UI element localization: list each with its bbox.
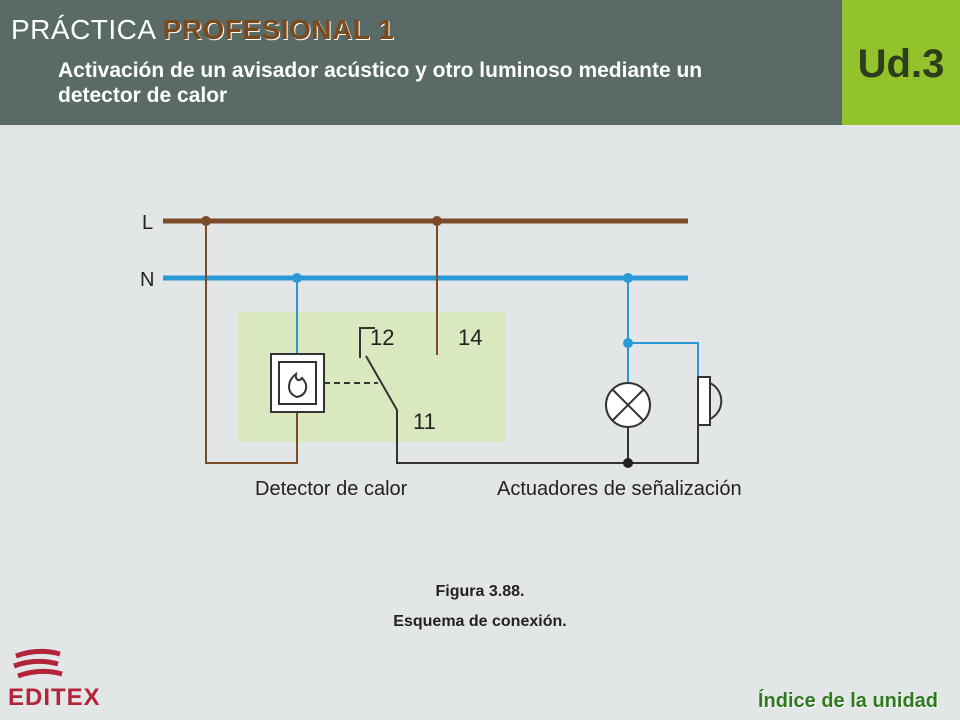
title-bold: PROFESIONAL 1: [162, 14, 395, 45]
contact-12-label: 12: [370, 325, 394, 350]
detector-label: Detector de calor: [255, 478, 408, 500]
junction-node: [623, 458, 633, 468]
neutral-wire-buzzer: [628, 342, 699, 377]
buzzer-return-wire: [628, 425, 699, 464]
flame-icon: [288, 371, 308, 399]
switch-blade: [365, 355, 398, 411]
common-wire: [396, 410, 628, 464]
signal-lamp-cross: [611, 388, 645, 422]
unit-badge: Ud.3: [842, 0, 960, 125]
title-prefix: PRÁCTICA: [11, 14, 157, 45]
buzzer-icon: [709, 382, 723, 420]
unit-index-link[interactable]: Índice de la unidad: [757, 690, 938, 712]
junction-node: [623, 338, 633, 348]
contact-12: [359, 327, 375, 358]
book-stack-icon: [13, 648, 63, 679]
line-n-label: N: [140, 269, 154, 291]
phase-wire-detector: [205, 221, 298, 464]
actuators-label: Actuadores de señalización: [497, 478, 742, 500]
unit-label: Ud.3: [857, 42, 945, 86]
line-l-label: L: [142, 212, 153, 234]
figure-caption: Esquema de conexión.: [393, 613, 567, 630]
page-subtitle: Activación de un avisador acústico y otr…: [58, 59, 703, 107]
contact-11-label: 11: [413, 409, 436, 434]
contact-14-label: 14: [458, 325, 482, 350]
buzzer-body: [697, 376, 711, 426]
figure-number: Figura 3.88.: [435, 583, 525, 600]
heat-detector-inner: [278, 361, 317, 405]
logo-text: EDITEX: [8, 684, 101, 711]
editex-logo: EDITEX: [8, 648, 108, 716]
